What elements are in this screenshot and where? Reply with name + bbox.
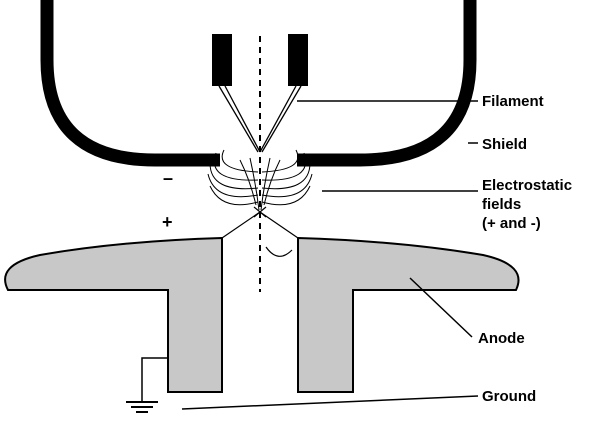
fields-label-line2: fields: [482, 196, 521, 213]
filament-label: Filament: [482, 93, 544, 110]
beam-crossover: [221, 206, 299, 257]
shield-label: Shield: [482, 136, 527, 153]
filament-post-right: [288, 34, 308, 86]
plus-sign: +: [162, 212, 173, 232]
fields-label-line1: Electrostatic: [482, 177, 572, 194]
filament-wires: [218, 85, 302, 153]
anode-leader: [409, 277, 473, 338]
ground-connection: [126, 357, 168, 413]
anode-right-half: [297, 236, 520, 393]
shield-left-half: [40, 0, 220, 167]
shield-right-half: [297, 0, 477, 167]
shield: [40, 0, 477, 167]
leader-lines: [181, 100, 479, 410]
ground-leader: [181, 395, 479, 410]
fields-label-line3: (+ and -): [482, 215, 541, 232]
electrostatic-field-lines: [207, 149, 313, 211]
anode-label: Anode: [478, 330, 525, 347]
anode: [4, 236, 520, 393]
anode-left-half: [4, 236, 223, 393]
ground-label: Ground: [482, 388, 536, 405]
minus-sign: –: [163, 168, 173, 188]
filament-post-left: [212, 34, 232, 86]
